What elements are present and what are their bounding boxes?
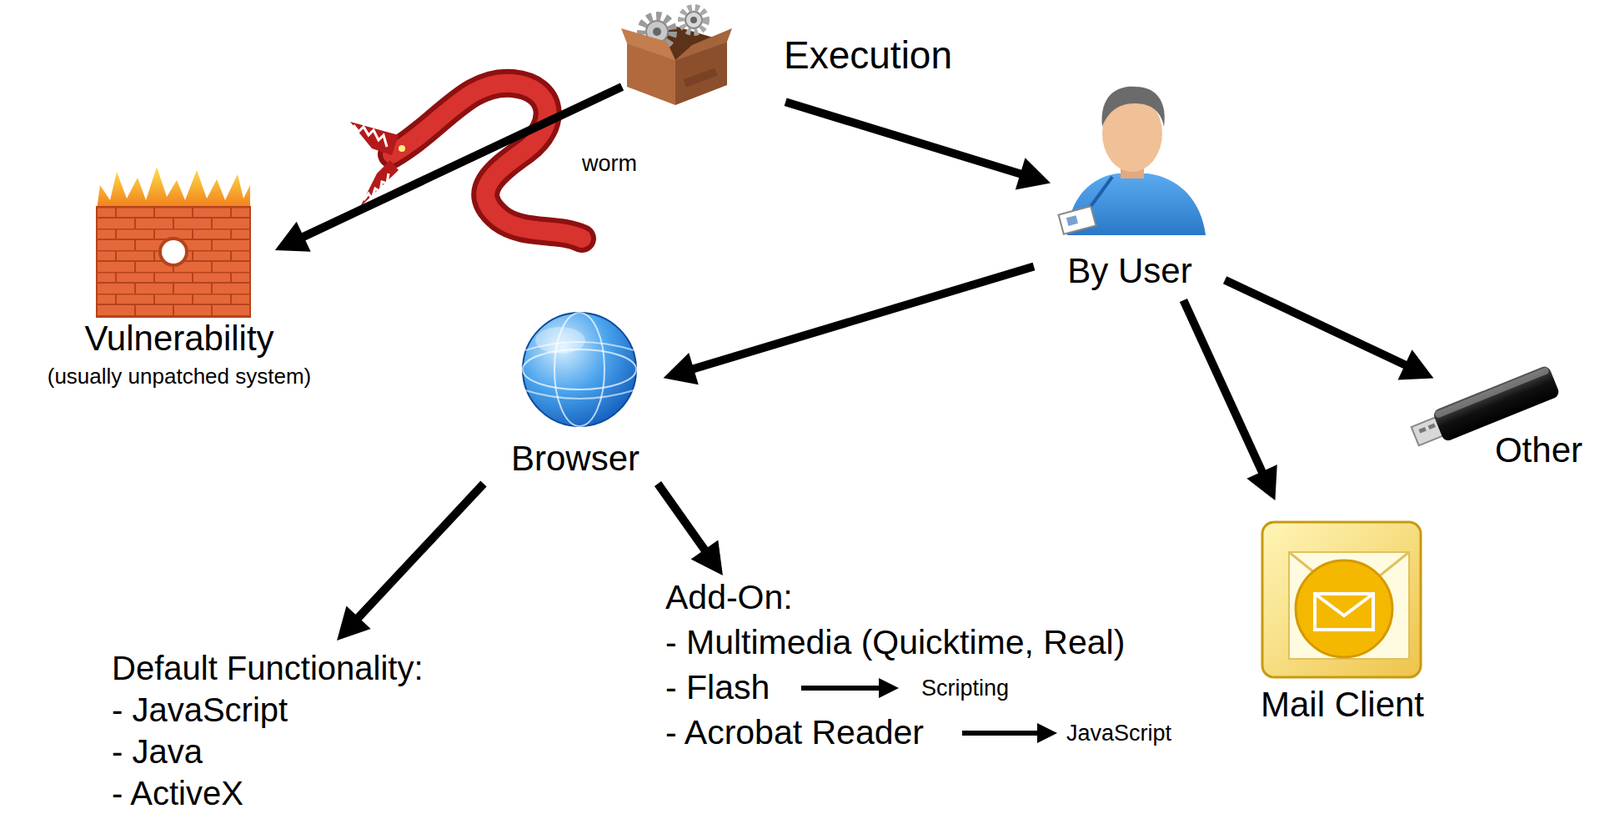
box-icon-part xyxy=(675,28,733,61)
diagram-node: Mail Client xyxy=(1233,500,1451,734)
diagram-node: Browser xyxy=(483,304,668,484)
node-text-group: Default Functionality:- JavaScript- Java… xyxy=(111,647,509,814)
arrow-line xyxy=(1224,280,1407,366)
arrow-connector xyxy=(1224,280,1434,381)
diagram-node: Other xyxy=(1400,354,1595,480)
box-icon-part xyxy=(682,67,718,87)
small-arrow-part xyxy=(1037,722,1058,743)
arrow-head xyxy=(1246,464,1277,501)
arrow-head xyxy=(275,221,311,252)
box-icon xyxy=(621,7,733,106)
mail-client-icon xyxy=(1262,521,1421,678)
usb-stick-icon-part xyxy=(1418,426,1426,434)
node-text: - JavaScript xyxy=(111,688,509,731)
box-icon-part xyxy=(685,11,703,29)
node-label: Vulnerability xyxy=(0,316,359,362)
arrow-line xyxy=(1183,300,1263,473)
edge-label: worm xyxy=(581,150,637,177)
arrow-connector xyxy=(1183,300,1277,501)
arrow-line xyxy=(692,266,1034,370)
arrow-head xyxy=(1398,349,1435,380)
arrow-connector xyxy=(275,86,622,252)
node-text-group: Other xyxy=(1400,429,1595,472)
firewall-icon-part xyxy=(160,238,187,266)
mail-client-icon-part xyxy=(1295,560,1393,658)
small-arrow xyxy=(801,677,899,698)
small-arrow-part xyxy=(962,730,1039,736)
usb-stick-icon-part xyxy=(1428,422,1436,430)
arrow-head xyxy=(1015,157,1051,190)
browser-globe-icon-part xyxy=(522,312,637,427)
user-icon xyxy=(1058,86,1206,236)
node-label: Execution xyxy=(783,33,976,78)
mail-client-icon-part xyxy=(1262,521,1421,678)
node-text-group: Execution xyxy=(783,33,976,78)
browser-globe-icon-part xyxy=(525,341,634,399)
box-icon-part xyxy=(621,28,676,61)
firewall-icon-part xyxy=(96,206,251,317)
diagram-node: Execution xyxy=(616,0,976,109)
node-text: - Java xyxy=(111,730,509,773)
node-text-group: Vulnerability(usually unpatched system) xyxy=(0,316,359,390)
node-text-group: Mail Client xyxy=(1233,683,1451,726)
node-label: Browser xyxy=(483,437,668,480)
note-label: JavaScript xyxy=(1066,719,1172,747)
node-label: Default Functionality: xyxy=(111,647,509,689)
node-label: Other xyxy=(1400,429,1583,472)
box-icon-part xyxy=(675,41,728,106)
arrow-head xyxy=(336,606,372,641)
mail-client-icon-part xyxy=(1314,593,1374,616)
node-label: Mail Client xyxy=(1233,683,1451,726)
arrow-line xyxy=(301,86,622,238)
arrow-line xyxy=(657,483,706,552)
worm-illustration-part xyxy=(398,145,406,152)
firewall-icon xyxy=(96,166,251,317)
diagram-node: Vulnerability(usually unpatched system) xyxy=(0,166,359,401)
box-icon-part xyxy=(652,27,662,36)
mail-client-icon-part xyxy=(1314,593,1374,630)
box-icon-part xyxy=(681,7,707,33)
arrow-line xyxy=(785,101,1022,175)
worm-illustration-part xyxy=(350,121,399,156)
arrow-connector xyxy=(663,266,1034,386)
browser-globe-icon xyxy=(522,312,637,427)
node-text: (usually unpatched system) xyxy=(0,362,359,391)
node-text-group: Browser xyxy=(483,437,668,480)
user-icon-part xyxy=(1102,86,1165,127)
user-icon-part xyxy=(1066,215,1079,226)
arrow-connector xyxy=(336,483,484,641)
note-label: Scripting xyxy=(921,674,1009,702)
worm-illustration-part xyxy=(391,83,582,239)
arrow-head xyxy=(691,539,723,576)
browser-globe-icon-part xyxy=(535,326,586,354)
node-text-group: By User xyxy=(1033,250,1226,292)
box-icon-part xyxy=(690,16,698,24)
user-icon-part xyxy=(1058,205,1097,235)
browser-globe-icon-part xyxy=(522,349,637,390)
mail-client-icon-part xyxy=(1289,551,1410,659)
diagram-node: By User xyxy=(1033,75,1226,301)
node-label: By User xyxy=(1033,250,1226,292)
diagram-node: Default Functionality:- JavaScript- Java… xyxy=(108,640,509,818)
arrow-connector xyxy=(657,483,723,576)
worm-illustration-part xyxy=(391,83,582,239)
node-text: - Multimedia (Quicktime, Real) xyxy=(665,620,1180,666)
worm-illustration-part xyxy=(353,125,387,147)
arrow-head xyxy=(663,352,699,385)
small-arrow-part xyxy=(801,685,881,691)
small-arrow xyxy=(962,722,1058,743)
node-text: - ActiveX xyxy=(111,772,509,814)
firewall-icon-part xyxy=(96,166,251,211)
small-arrow-part xyxy=(878,677,899,698)
arrow-connector xyxy=(785,101,1051,190)
usb-stick-icon-part xyxy=(1434,366,1550,419)
arrow-line xyxy=(357,483,484,619)
node-label: Add-On: xyxy=(665,575,1180,621)
